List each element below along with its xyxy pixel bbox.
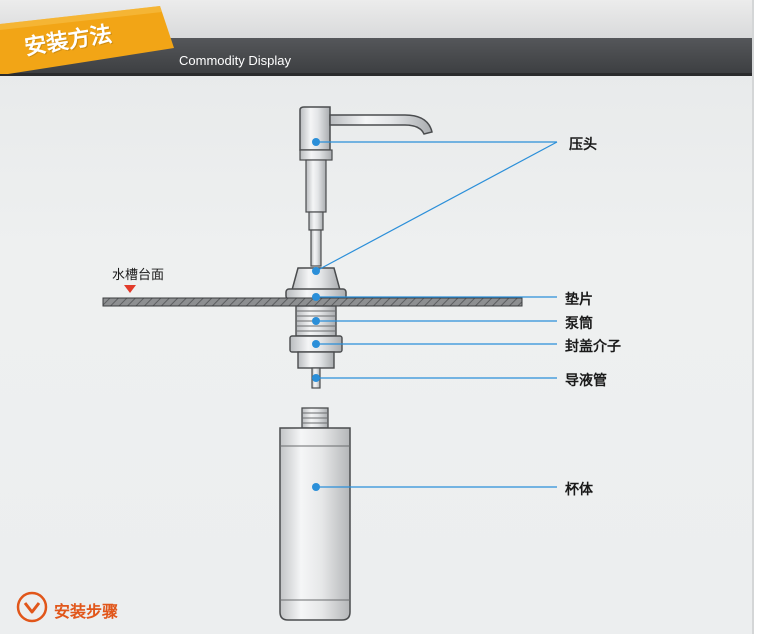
install-steps-label: 安装步骤 xyxy=(54,602,119,621)
press-head-label: 压头 xyxy=(569,137,597,153)
liquid-tube-label: 导液管 xyxy=(565,373,607,389)
leader-press-head-2 xyxy=(315,141,558,272)
sink-surface xyxy=(102,297,523,307)
bottle xyxy=(279,407,351,621)
sink-marker-icon xyxy=(124,285,136,293)
chevron-down-circle-icon xyxy=(16,591,48,623)
stem xyxy=(305,159,327,267)
bottle-label: 杯体 xyxy=(565,482,593,498)
gasket-label: 垫片 xyxy=(565,292,593,308)
pump-tube-label: 泵筒 xyxy=(565,316,593,332)
cap-nut-label: 封盖介子 xyxy=(565,339,621,355)
pump-head xyxy=(299,106,433,161)
right-border xyxy=(752,0,754,634)
sink-top-label: 水槽台面 xyxy=(112,268,165,283)
header-tag xyxy=(0,6,174,74)
header-subtitle: Commodity Display xyxy=(179,53,291,68)
